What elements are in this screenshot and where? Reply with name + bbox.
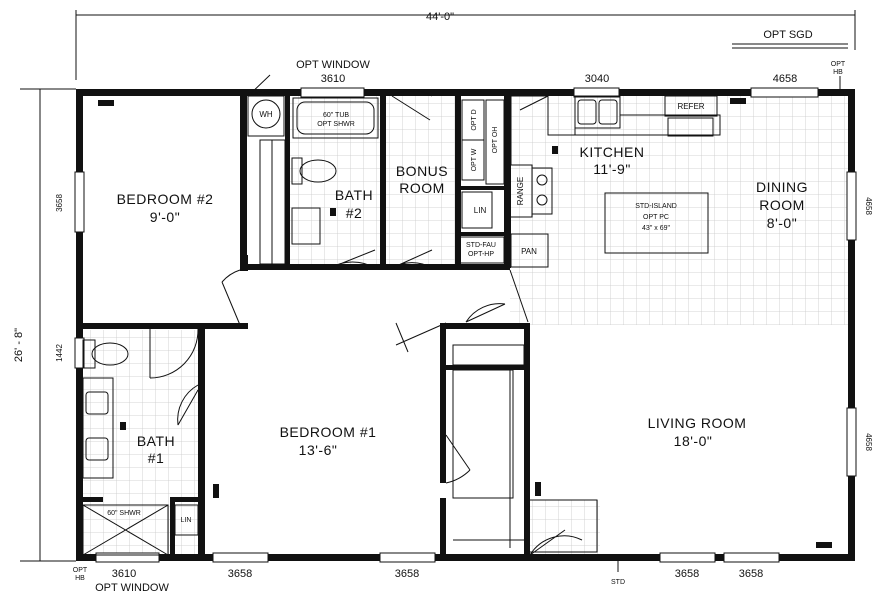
living-room-name: LIVING ROOM: [648, 415, 747, 431]
bottom-window-3658-c-label: 3658: [675, 568, 699, 580]
island-label-2: OPT PC: [643, 214, 669, 221]
std-label: STD: [611, 579, 625, 586]
closet-lines: [259, 139, 598, 553]
windows: [74, 87, 857, 563]
top-window-3040-label: 3040: [585, 73, 609, 85]
right-window-top-label: 4658: [864, 197, 873, 215]
opt-hb-bottom-label-1: OPT: [73, 567, 88, 574]
bedroom1-name: BEDROOM #1: [280, 424, 377, 440]
kitchen-name: KITCHEN: [580, 144, 645, 160]
bath1-num: #1: [148, 450, 165, 466]
shower-label: 60" SHWR: [107, 510, 141, 517]
bath2-num: #2: [346, 205, 363, 221]
kitchen-size: 11'-9": [593, 161, 631, 177]
refrigerator-label: REFER: [677, 102, 704, 111]
opt-overhead-label: OPT OH: [492, 127, 499, 154]
top-window-4658-label: 4658: [773, 73, 797, 85]
left-window-top-label: 3658: [55, 194, 64, 212]
doors: [149, 74, 583, 556]
bonus-room-name2: ROOM: [399, 180, 445, 196]
opt-hb-top-label-2: HB: [833, 69, 843, 76]
markers: [98, 98, 832, 548]
fau-label-2: OPT-HP: [468, 251, 494, 258]
bedroom2-size: 9'-0": [150, 209, 180, 225]
bottom-opt-window-label: OPT WINDOW: [95, 582, 169, 594]
right-window-bottom-label: 4658: [864, 433, 873, 451]
bottom-window-3658-d-label: 3658: [739, 568, 763, 580]
tub-label-1: 60" TUB: [323, 112, 349, 119]
opt-sgd-label: OPT SGD: [763, 29, 812, 41]
bath1-linen-label: LIN: [181, 517, 192, 524]
bottom-window-3658-a-label: 3658: [228, 568, 252, 580]
bedroom1-size: 13'-6": [299, 442, 338, 458]
opt-dryer-label: OPT D: [471, 109, 478, 130]
fau-label-1: STD-FAU: [466, 242, 496, 249]
living-room-size: 18'-0": [674, 433, 713, 449]
top-opt-window-label: OPT WINDOW: [296, 59, 370, 71]
bath2-name: BATH: [335, 187, 373, 203]
opt-hb-bottom-label-2: HB: [75, 575, 85, 582]
bottom-window-3610-label: 3610: [112, 568, 136, 580]
opt-washer-label: OPT W: [471, 148, 478, 171]
bonus-room-name: BONUS: [396, 163, 448, 179]
bath1-name: BATH: [137, 433, 175, 449]
dining-room-size: 8'-0": [767, 215, 797, 231]
exterior-walls: [76, 89, 855, 561]
island-label-3: 43" x 69": [642, 225, 670, 232]
opt-hb-top-label-1: OPT: [831, 61, 846, 68]
dining-room-name: DINING: [756, 179, 808, 195]
interior-walls: [83, 96, 530, 561]
overall-width-label: 44'-0": [426, 11, 454, 23]
tiled-floors: [82, 95, 850, 555]
linen-label: LIN: [474, 206, 487, 215]
overall-depth-label: 26' - 8": [13, 328, 25, 362]
bottom-window-3658-b-label: 3658: [395, 568, 419, 580]
bedroom2-name: BEDROOM #2: [117, 191, 214, 207]
pantry-label: PAN: [521, 247, 537, 256]
dimension-lines: [20, 10, 856, 572]
range-label: RANGE: [516, 177, 525, 205]
tub-label-2: OPT SHWR: [317, 121, 355, 128]
water-heater-label: WH: [259, 110, 273, 119]
fixtures: [82, 95, 721, 556]
dining-room-name2: ROOM: [759, 197, 805, 213]
island-label-1: STD-ISLAND: [635, 203, 677, 210]
left-window-bottom-label: 1442: [55, 344, 64, 362]
top-window-3610-label: 3610: [321, 73, 345, 85]
